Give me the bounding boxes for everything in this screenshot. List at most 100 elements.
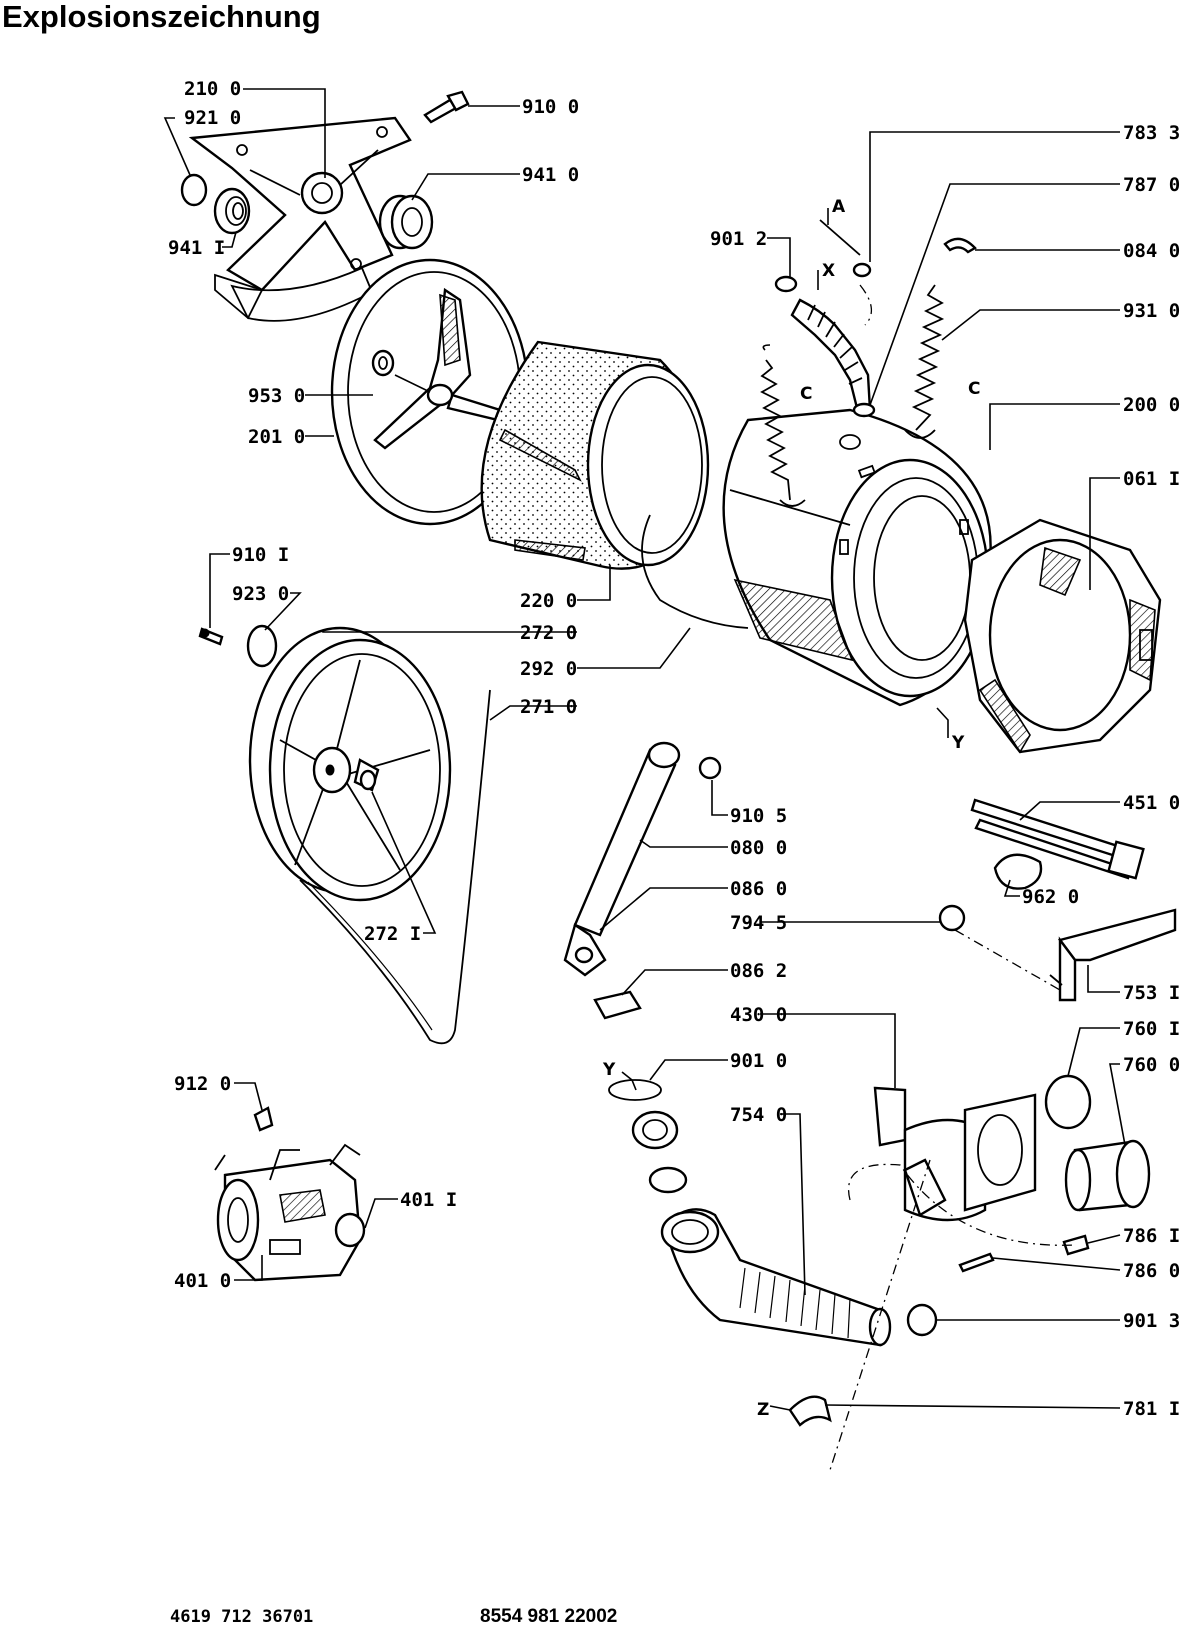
assembly-line-hose-clip	[859, 284, 872, 326]
label-953-0: 953 0	[248, 385, 305, 407]
small-bearing	[213, 187, 251, 235]
inner-drum	[480, 340, 710, 570]
large-bearing	[378, 194, 434, 250]
screw-910	[423, 90, 470, 124]
label-086-2: 086 2	[730, 960, 787, 982]
label-080-0: 080 0	[730, 837, 787, 859]
label-201-0: 201 0	[248, 426, 305, 448]
label-901-2: 901 2	[710, 228, 767, 250]
label-753-1: 753 I	[1123, 982, 1180, 1004]
pump-o-ring	[1044, 1074, 1092, 1130]
label-220-0: 220 0	[520, 590, 577, 612]
label-931-0: 931 0	[1123, 300, 1180, 322]
tub-spring-left	[760, 344, 806, 507]
label-941-0: 941 0	[522, 164, 579, 186]
marker-c-right: C	[968, 379, 980, 399]
label-401-0: 401 0	[174, 1270, 231, 1292]
washer-923	[246, 624, 278, 668]
label-754-0: 754 0	[730, 1104, 787, 1126]
front-tub-ring	[963, 518, 1162, 754]
label-794-5: 794 5	[730, 912, 787, 934]
hose-clip-901-3	[906, 1303, 938, 1337]
label-910-0: 910 0	[522, 96, 579, 118]
label-941-1: 941 I	[168, 237, 225, 259]
thermostat	[938, 904, 966, 932]
label-086-0: 086 0	[730, 878, 787, 900]
tub-spring-right	[904, 284, 945, 439]
heater-seal	[993, 853, 1043, 890]
drum-rear-plate	[330, 258, 530, 526]
pump-filter	[1064, 1139, 1151, 1212]
reference-markers: A X C C Y Y Z	[602, 197, 980, 1420]
label-451-0: 451 0	[1123, 792, 1180, 814]
assembly-line-thermostat	[954, 929, 1061, 991]
label-084-0: 084 0	[1123, 240, 1180, 262]
shock-absorber	[563, 741, 681, 977]
drain-pump	[873, 1086, 1037, 1222]
drive-belt	[299, 689, 491, 1045]
marker-x: X	[822, 261, 835, 281]
motor	[214, 1143, 366, 1282]
marker-a: A	[832, 197, 846, 217]
part-labels: 210 0 921 0 910 0 941 0 941 I 783 3 787 …	[168, 78, 1180, 1420]
label-786-0: 786 0	[1123, 1260, 1180, 1282]
label-271-0: 271 0	[520, 696, 577, 718]
label-781-1: 781 I	[1123, 1398, 1180, 1420]
gasket-wire	[641, 514, 749, 629]
hose-clip-901-0	[608, 1079, 688, 1194]
label-430-0: 430 0	[730, 1004, 787, 1026]
label-921-0: 921 0	[184, 107, 241, 129]
pump-screw-786-1	[1062, 1234, 1090, 1256]
label-760-0: 760 0	[1123, 1054, 1180, 1076]
outer-tub	[722, 408, 992, 707]
label-923-0: 923 0	[232, 583, 289, 605]
footer-code-left: 4619 712 36701	[170, 1607, 313, 1627]
filter-bracket	[1049, 908, 1177, 1002]
label-272-1: 272 I	[364, 923, 421, 945]
pump-pin-786-0	[958, 1252, 995, 1273]
small-clamp	[852, 262, 872, 278]
footer-code-right: 8554 981 22002	[480, 1606, 617, 1627]
label-912-0: 912 0	[174, 1073, 231, 1095]
heating-element	[970, 798, 1145, 880]
label-061-1: 061 I	[1123, 468, 1180, 490]
label-787-0: 787 0	[1123, 174, 1180, 196]
label-292-0: 292 0	[520, 658, 577, 680]
clip-086-2	[593, 990, 642, 1020]
pump-hose	[660, 1208, 892, 1347]
circlip	[180, 173, 208, 207]
marker-y-pump: Y	[602, 1060, 616, 1080]
shaft-seal	[371, 349, 395, 377]
hose-clip-901-2	[774, 275, 798, 293]
leader-lines	[163, 88, 1126, 1411]
marker-c-left: C	[800, 384, 812, 404]
label-783-3: 783 3	[1123, 122, 1180, 144]
label-210-0: 210 0	[184, 78, 241, 100]
drum-pulley	[248, 626, 452, 902]
label-901-3: 901 3	[1123, 1310, 1180, 1332]
marker-z: Z	[757, 1400, 769, 1420]
label-786-1: 786 I	[1123, 1225, 1180, 1247]
ring-910-5	[698, 756, 722, 780]
clip-084	[943, 237, 977, 254]
assembly-line-pump	[829, 1159, 931, 1471]
pulley-bolt	[353, 758, 380, 792]
label-760-1: 760 I	[1123, 1018, 1180, 1040]
air-hose	[790, 298, 876, 418]
screw-910-1	[198, 627, 224, 646]
assembly-line-hose	[848, 1163, 1076, 1246]
pin-a	[819, 219, 861, 256]
label-200-0: 200 0	[1123, 394, 1180, 416]
label-272-0: 272 0	[520, 622, 577, 644]
label-910-5: 910 5	[730, 805, 787, 827]
label-901-0: 901 0	[730, 1050, 787, 1072]
page-title: Explosionszeichnung	[2, 0, 321, 34]
label-401-1: 401 I	[400, 1189, 457, 1211]
label-962-0: 962 0	[1022, 886, 1079, 908]
rear-cross-bracket	[188, 116, 412, 322]
small-hose	[788, 1395, 832, 1427]
marker-y-drum: Y	[951, 733, 965, 753]
screw-912	[253, 1106, 274, 1132]
